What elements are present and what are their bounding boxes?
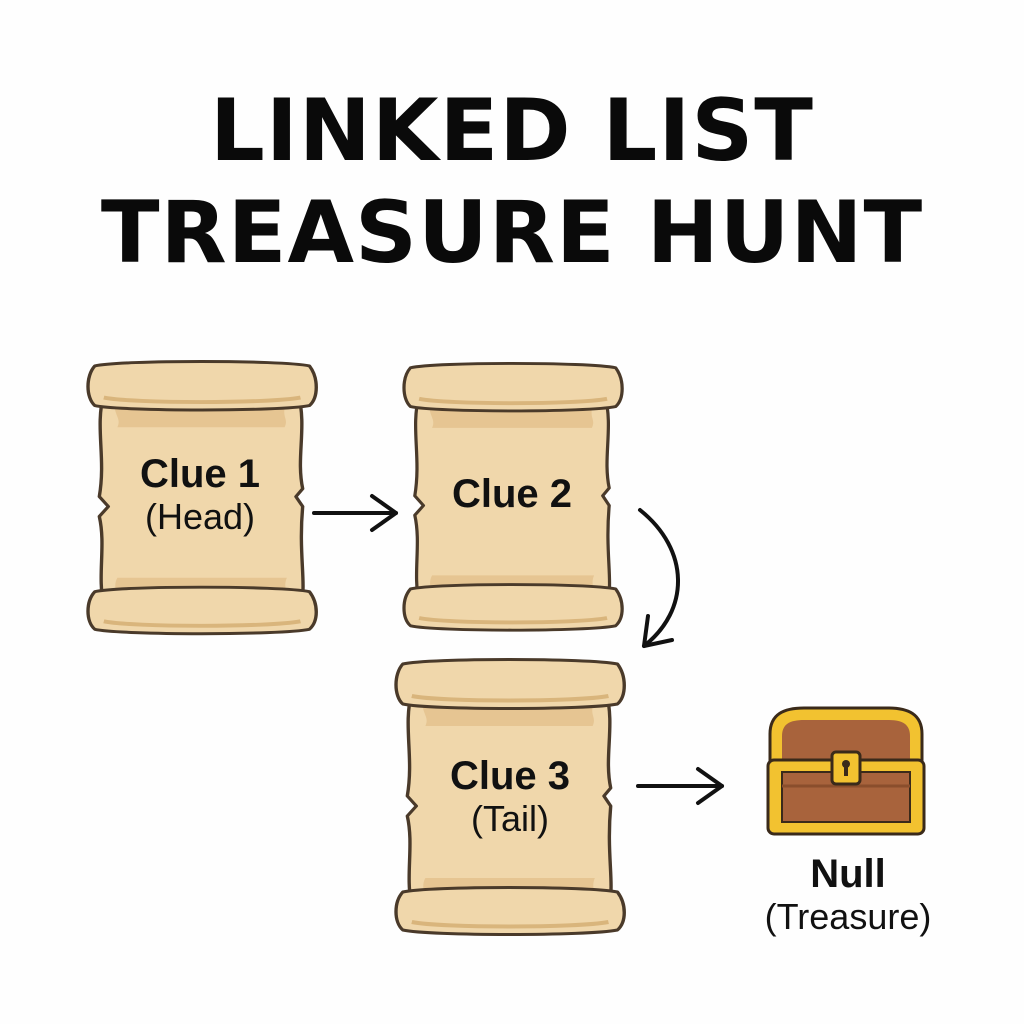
node-label-null: Null (Treasure) [738, 852, 958, 937]
node-label-clue-1: Clue 1 (Head) [100, 452, 300, 537]
node-title: Clue 1 [139, 452, 261, 496]
node-subtitle: (Treasure) [764, 895, 932, 937]
pointer-arrow-2-to-3 [638, 508, 680, 648]
title-line-1: LINKED LIST [210, 81, 814, 181]
node-title: Null [810, 852, 886, 896]
node-label-clue-3: Clue 3 (Tail) [410, 754, 610, 839]
node-title: Clue 2 [451, 472, 573, 516]
node-subtitle: (Tail) [471, 797, 549, 839]
node-title: Clue 3 [449, 754, 571, 798]
node-label-clue-2: Clue 2 [412, 472, 612, 517]
treasure-chest-icon [766, 706, 926, 836]
node-subtitle: (Head) [144, 495, 256, 537]
title-line-2: TREASURE HUNT [100, 183, 924, 283]
pointer-arrow-3-to-null [636, 767, 724, 805]
pointer-arrow-1-to-2 [312, 494, 398, 532]
